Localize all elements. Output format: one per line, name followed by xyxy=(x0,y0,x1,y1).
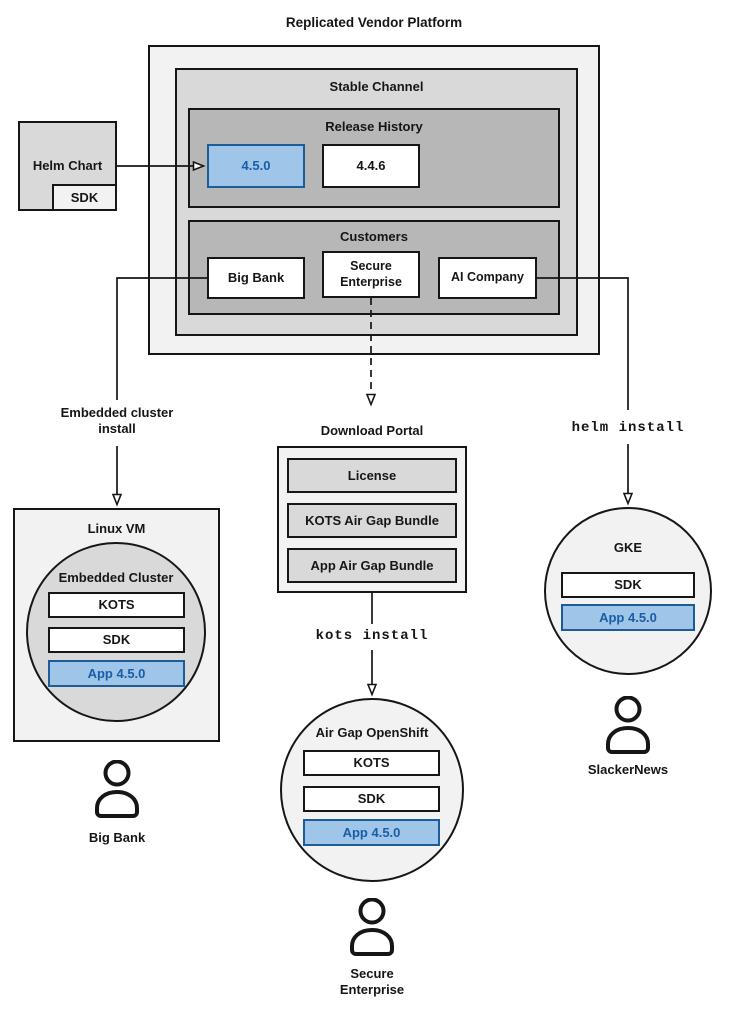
big-bank-user-icon xyxy=(91,759,143,823)
gke-sdk-box: SDK xyxy=(561,572,695,598)
customer-secure-enterprise: Secure Enterprise xyxy=(322,251,420,298)
openshift-app-box: App 4.5.0 xyxy=(303,819,440,846)
secure-enterprise-user-icon xyxy=(346,897,398,961)
embedded-kots-box: KOTS xyxy=(48,592,185,618)
customers-label: Customers xyxy=(340,229,408,244)
airgap-openshift-label: Air Gap OpenShift xyxy=(315,725,429,740)
release-4-4-6: 4.4.6 xyxy=(322,144,420,188)
helm-chart-sdk-box: SDK xyxy=(52,184,117,211)
gke-app-box: App 4.5.0 xyxy=(561,604,695,631)
download-portal-label: Download Portal xyxy=(320,423,424,438)
customer-ai-company: AI Company xyxy=(438,257,537,299)
kots-install-label: kots install xyxy=(315,628,429,644)
customer-big-bank: Big Bank xyxy=(207,257,305,299)
openshift-sdk-box: SDK xyxy=(303,786,440,812)
openshift-kots-box: KOTS xyxy=(303,750,440,776)
embedded-install-label: Embedded cluster install xyxy=(60,405,174,436)
license-box: License xyxy=(287,458,457,493)
linux-vm-label: Linux VM xyxy=(87,521,146,536)
app-airgap-bundle-box: App Air Gap Bundle xyxy=(287,548,457,583)
release-history-label: Release History xyxy=(325,119,423,134)
helm-install-label: helm install xyxy=(571,420,685,436)
kots-airgap-bundle-box: KOTS Air Gap Bundle xyxy=(287,503,457,538)
slackernews-user-icon xyxy=(602,695,654,759)
diagram-title: Replicated Vendor Platform xyxy=(285,15,463,30)
release-4-5-0: 4.5.0 xyxy=(207,144,305,188)
slackernews-user-label: SlackerNews xyxy=(587,762,669,777)
secure-enterprise-user-label: Secure Enterprise xyxy=(339,966,405,997)
embedded-app-box: App 4.5.0 xyxy=(48,660,185,687)
big-bank-user-label: Big Bank xyxy=(88,830,146,845)
gke-label: GKE xyxy=(613,540,643,555)
stable-channel-label: Stable Channel xyxy=(329,79,424,94)
embedded-cluster-label: Embedded Cluster xyxy=(58,570,174,585)
embedded-sdk-box: SDK xyxy=(48,627,185,653)
